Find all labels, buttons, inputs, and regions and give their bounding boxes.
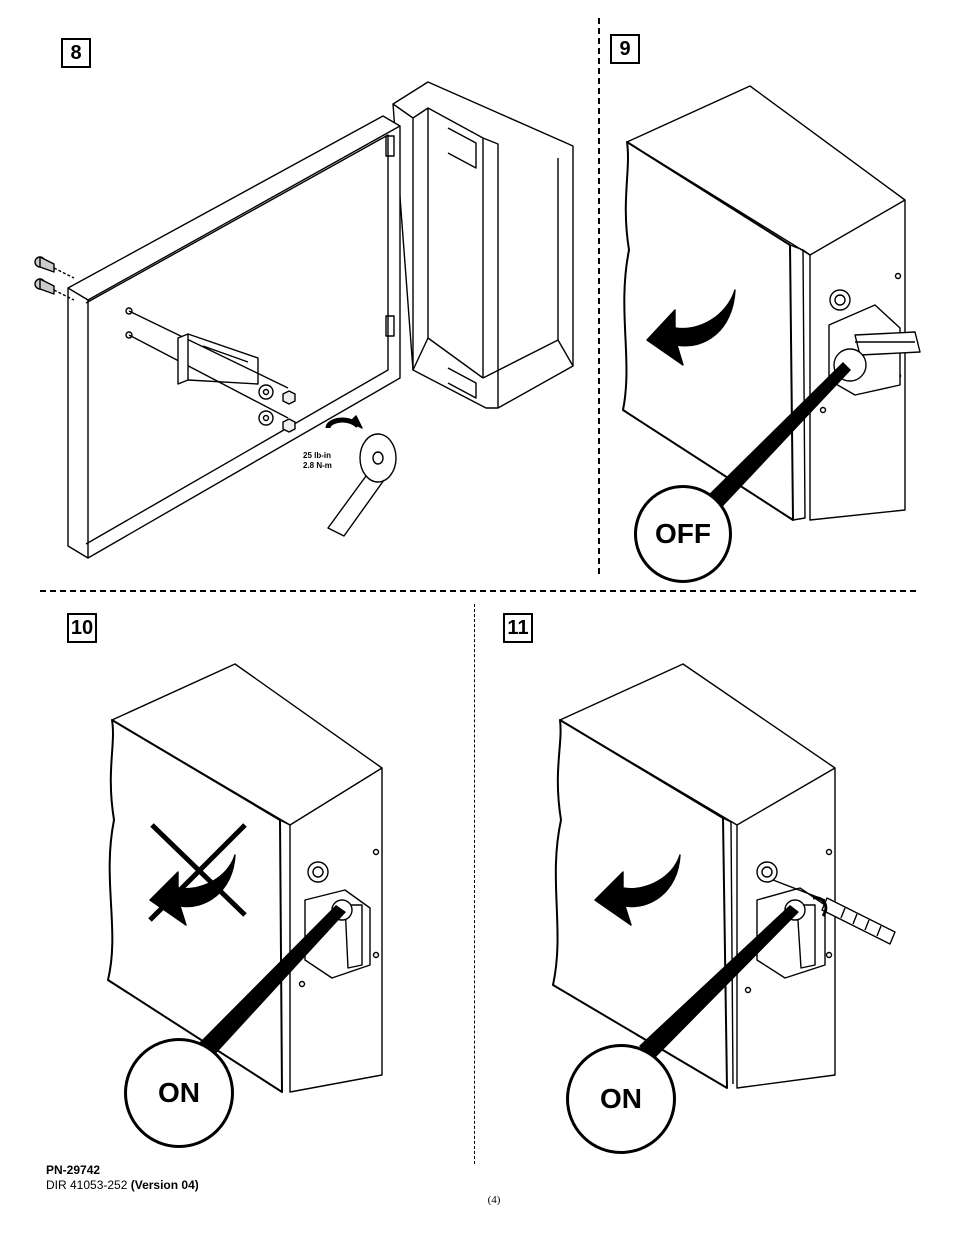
divider-vertical-bottom	[474, 604, 475, 1164]
state-indicator-off: OFF	[634, 485, 732, 583]
torque-nm: 2.8 N-m	[303, 461, 332, 470]
doc-reference: DIR 41053-252	[46, 1178, 128, 1192]
divider-vertical-top	[598, 18, 600, 574]
doc-reference-line: DIR 41053-252 (Version 04)	[46, 1178, 199, 1193]
state-indicator-on-11: ON	[566, 1044, 676, 1154]
part-number: PN-29742	[46, 1163, 101, 1177]
step-8-number: 8	[61, 38, 91, 68]
step-11-illustration	[552, 663, 896, 1089]
torque-spec: 25 lb-in 2.8 N-m	[303, 451, 332, 471]
doc-version: (Version 04)	[130, 1178, 199, 1192]
divider-horizontal	[40, 590, 916, 592]
step-11-number: 11	[503, 613, 533, 643]
step-9-number: 9	[610, 34, 640, 64]
step-9-illustration	[622, 85, 921, 521]
step-8-illustration	[34, 81, 574, 559]
step-10-illustration	[107, 663, 383, 1093]
torque-lbin: 25 lb-in	[303, 451, 332, 460]
footer: PN-29742 DIR 41053-252 (Version 04)	[46, 1163, 199, 1193]
page-number: (4)	[487, 1194, 501, 1206]
state-indicator-on-10: ON	[124, 1038, 234, 1148]
step-10-number: 10	[67, 613, 97, 643]
